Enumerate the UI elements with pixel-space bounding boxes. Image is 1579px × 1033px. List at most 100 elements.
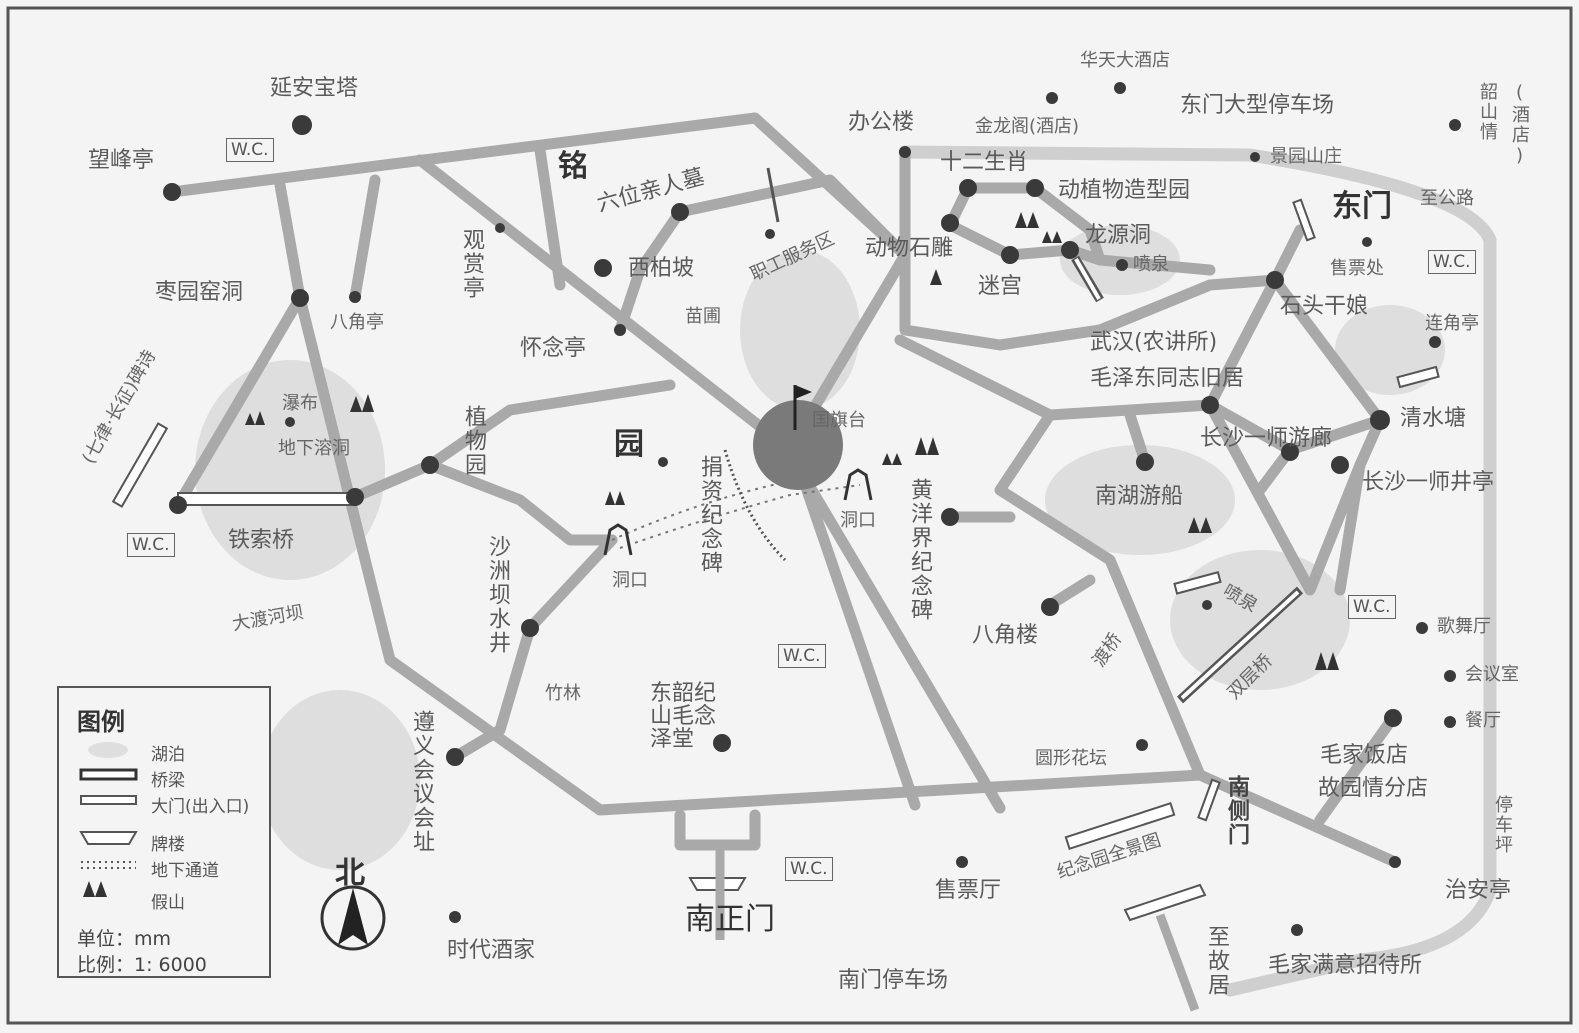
place-label: 捐资纪念碑: [697, 455, 722, 575]
place-label: 望峰亭: [88, 148, 155, 173]
place-label: 南门停车场: [838, 968, 949, 993]
place-label: 石头干娘: [1280, 294, 1369, 319]
place-label: 喷泉: [1133, 254, 1169, 275]
wc-marker: W.C.: [1428, 250, 1476, 274]
panorama-board: [1064, 802, 1176, 850]
place-label: 毛家饭店: [1320, 743, 1409, 768]
place-label: 洞口: [612, 570, 648, 591]
place-label: 毛泽东同志旧居: [1090, 366, 1245, 391]
rockery-icon: [915, 437, 939, 455]
legend-item: 大门(出入口): [151, 797, 250, 817]
south-side-gate: [1197, 778, 1221, 822]
place-label: 售票厅: [935, 878, 1002, 903]
place-label: 韶山情: [1477, 82, 1498, 142]
wc-marker: W.C.: [785, 857, 833, 881]
wc-marker: W.C.: [778, 644, 826, 668]
rockery-icons: [245, 212, 1339, 670]
place-label: 瀑布: [282, 393, 318, 414]
north-label: 北: [335, 856, 365, 891]
flag-icon: [795, 385, 812, 399]
memorial-arc: [723, 449, 787, 562]
nodes: [163, 82, 1461, 936]
rockery-legend-icon: [83, 881, 107, 897]
legend-item: 湖泊: [151, 745, 185, 765]
north-arrow: [320, 885, 386, 951]
poem-stele: [111, 422, 169, 508]
place-label: 圆形花坛: [1035, 748, 1107, 769]
place-label: 南湖游船: [1095, 484, 1184, 509]
paifang-legend-icon: [79, 831, 138, 845]
place-label: 长沙一师游廊: [1200, 426, 1333, 451]
lake-center: [740, 250, 860, 410]
east-perimeter-road: [898, 145, 1497, 997]
place-label: 华天大酒店: [1080, 50, 1170, 71]
wc-marker: W.C.: [127, 533, 175, 557]
cave-entrance-icon: [843, 468, 873, 501]
bridge-legend-icon: [79, 768, 138, 781]
place-label: 八角亭: [330, 312, 384, 333]
gate-legend-icon: [80, 795, 137, 805]
place-label: 武汉(农讲所): [1090, 330, 1218, 355]
place-label: 会议室: [1465, 664, 1519, 685]
rockery-icon: [350, 394, 374, 412]
place-label: 连角亭: [1425, 313, 1479, 334]
legend-item: 桥梁: [151, 771, 185, 791]
place-label: 竹林: [545, 683, 581, 704]
wc-marker: W.C.: [1348, 595, 1396, 619]
place-label: 动植物造型园: [1058, 178, 1191, 203]
flag-platform: [753, 400, 843, 490]
place-label: 时代酒家: [447, 938, 536, 963]
place-label: 铁索桥: [228, 528, 295, 553]
place-label: 清水塘: [1400, 406, 1467, 431]
place-label: 南侧门: [1224, 775, 1249, 847]
place-label: 停车坪: [1492, 795, 1513, 855]
rockery-icon: [1015, 212, 1039, 228]
legend-scale: 比例：1: 6000: [77, 954, 207, 976]
east-gate: [1292, 198, 1316, 242]
gates: [111, 167, 1316, 1012]
legend-symbols: [79, 742, 138, 897]
lake-nanhu: [1045, 445, 1235, 555]
cave-entrance-icon: [603, 523, 633, 556]
place-label: 西柏坡: [628, 256, 695, 281]
underground-tunnel: [611, 479, 796, 541]
place-label: 毛家满意招待所: [1268, 953, 1423, 978]
place-label: 沙洲坝水井: [485, 535, 510, 655]
paifang-north: [766, 167, 780, 223]
place-label: 迷宫: [978, 274, 1023, 299]
place-label: 至故居: [1204, 925, 1229, 997]
legend-item: 牌楼: [151, 835, 185, 855]
legend-title: 图例: [77, 708, 125, 736]
place-label: 长沙一师井亭: [1362, 470, 1495, 495]
place-label: 故园情分店: [1318, 776, 1429, 801]
legend-unit: 单位：mm: [77, 928, 172, 950]
lake-legend-icon: [88, 742, 128, 758]
map-border: [6, 6, 1573, 1025]
place-label: 歌舞厅: [1437, 616, 1491, 637]
tiesuo-bridge: [177, 492, 357, 506]
rockery-icon: [605, 491, 625, 505]
place-label: (酒店): [1509, 82, 1530, 168]
wc-marker: W.C.: [226, 138, 274, 162]
place-label: 景园山庄: [1270, 146, 1342, 167]
place-label: 金龙阁(酒店): [975, 116, 1080, 137]
place-label: 动物石雕: [865, 236, 954, 261]
place-label: 怀念亭: [520, 336, 587, 361]
east-bridge: [1396, 365, 1440, 389]
roads: [166, 112, 1401, 868]
cave-entrances: [603, 468, 873, 556]
lake-west: [195, 360, 385, 580]
place-label: 八角楼: [972, 623, 1039, 648]
place-label: 国旗台: [812, 410, 866, 431]
place-label: 办公楼: [848, 110, 915, 135]
place-label: 植物园: [461, 405, 486, 477]
place-label: 治安亭: [1445, 878, 1512, 903]
paifang-south: [1123, 883, 1207, 922]
rockery-icon: [1315, 652, 1339, 670]
rockery-icon: [882, 453, 902, 465]
nanhu-bridge: [1173, 570, 1222, 595]
rockery-icon: [245, 411, 265, 425]
place-label: 十二生肖: [940, 150, 1029, 175]
place-label: 至公路: [1420, 188, 1474, 209]
